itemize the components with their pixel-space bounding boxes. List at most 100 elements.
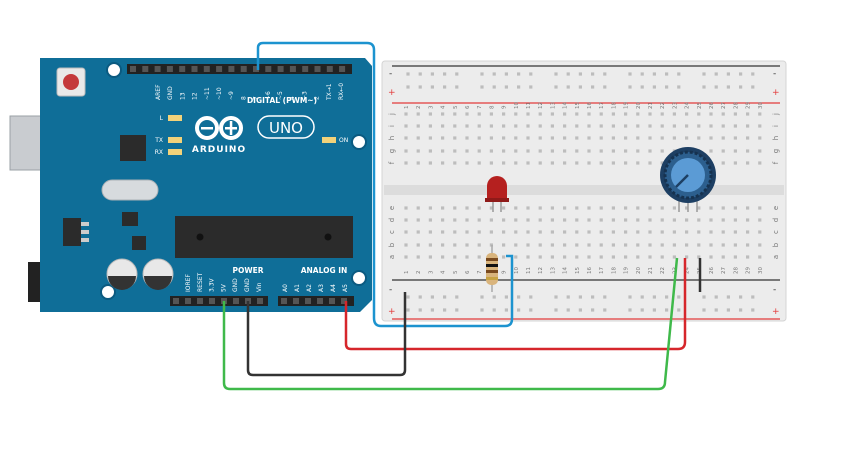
header-pin-hole[interactable] [233,298,239,304]
rail-hole[interactable] [504,308,508,312]
reset-button[interactable] [63,74,79,90]
rail-hole[interactable] [714,308,718,312]
header-pin-hole[interactable] [293,298,299,304]
rail-hole[interactable] [443,295,447,299]
rail-hole[interactable] [406,85,410,89]
rail-hole[interactable] [517,308,521,312]
rail-hole[interactable] [418,295,422,299]
rail-hole[interactable] [418,85,422,89]
rail-hole[interactable] [677,295,681,299]
rail-hole[interactable] [529,308,533,312]
rail-hole[interactable] [603,72,607,76]
rail-hole[interactable] [480,72,484,76]
wire-blue[interactable] [256,41,514,328]
header-pin-hole[interactable] [197,298,203,304]
rail-hole[interactable] [591,85,595,89]
rail-hole[interactable] [665,85,669,89]
rail-hole[interactable] [603,308,607,312]
rail-hole[interactable] [603,295,607,299]
rail-hole[interactable] [578,85,582,89]
rail-hole[interactable] [504,295,508,299]
rail-hole[interactable] [677,85,681,89]
rail-hole[interactable] [591,72,595,76]
rail-hole[interactable] [418,72,422,76]
rail-hole[interactable] [406,72,410,76]
rail-hole[interactable] [529,295,533,299]
rail-hole[interactable] [628,72,632,76]
rail-hole[interactable] [517,85,521,89]
rail-hole[interactable] [480,308,484,312]
wires[interactable] [222,41,702,391]
rail-hole[interactable] [566,72,570,76]
rail-hole[interactable] [492,85,496,89]
rail-hole[interactable] [739,85,743,89]
header-pin-hole[interactable] [209,298,215,304]
rail-hole[interactable] [665,308,669,312]
header-pin-hole[interactable] [185,298,191,304]
resistor[interactable] [486,245,498,292]
rail-hole[interactable] [751,72,755,76]
rail-hole[interactable] [714,85,718,89]
rail-hole[interactable] [591,308,595,312]
header-pin-hole[interactable] [173,298,179,304]
rail-hole[interactable] [652,85,656,89]
rail-hole[interactable] [640,72,644,76]
rail-hole[interactable] [455,295,459,299]
rail-hole[interactable] [726,295,730,299]
wire-black[interactable] [246,292,407,377]
rail-hole[interactable] [430,72,434,76]
rail-hole[interactable] [517,72,521,76]
rail-hole[interactable] [455,308,459,312]
rail-hole[interactable] [591,295,595,299]
rail-hole[interactable] [406,295,410,299]
rail-hole[interactable] [492,295,496,299]
rail-hole[interactable] [739,295,743,299]
header-pin-hole[interactable] [216,66,223,72]
header-pin-hole[interactable] [166,66,173,72]
rail-hole[interactable] [665,72,669,76]
header-pin-hole[interactable] [130,66,136,72]
rail-hole[interactable] [652,308,656,312]
rail-hole[interactable] [677,72,681,76]
rail-hole[interactable] [443,308,447,312]
rail-hole[interactable] [418,308,422,312]
rail-hole[interactable] [480,295,484,299]
header-pin-hole[interactable] [314,66,321,72]
rail-hole[interactable] [677,308,681,312]
header-pin-hole[interactable] [341,298,347,304]
rail-hole[interactable] [751,308,755,312]
power-header[interactable] [170,296,268,306]
header-pin-hole[interactable] [277,66,284,72]
digital-header[interactable] [127,64,352,74]
rail-hole[interactable] [480,85,484,89]
header-pin-hole[interactable] [326,66,333,72]
rail-hole[interactable] [726,72,730,76]
rail-hole[interactable] [504,72,508,76]
wire-red[interactable] [344,258,687,351]
rail-hole[interactable] [430,85,434,89]
header-pin-hole[interactable] [305,298,311,304]
rail-hole[interactable] [529,72,533,76]
rail-hole[interactable] [430,308,434,312]
rail-hole[interactable] [406,308,410,312]
header-pin-hole[interactable] [265,66,272,72]
header-pin-hole[interactable] [142,66,149,72]
rail-hole[interactable] [517,295,521,299]
rail-hole[interactable] [529,85,533,89]
rail-hole[interactable] [751,85,755,89]
rail-hole[interactable] [739,72,743,76]
header-pin-hole[interactable] [154,66,161,72]
rail-hole[interactable] [492,72,496,76]
rail-hole[interactable] [566,85,570,89]
rail-hole[interactable] [554,85,558,89]
header-pin-hole[interactable] [191,66,198,72]
header-pin-hole[interactable] [317,298,323,304]
rail-hole[interactable] [504,85,508,89]
rail-hole[interactable] [443,85,447,89]
rail-hole[interactable] [492,308,496,312]
rail-hole[interactable] [455,85,459,89]
red-led[interactable] [485,176,509,212]
